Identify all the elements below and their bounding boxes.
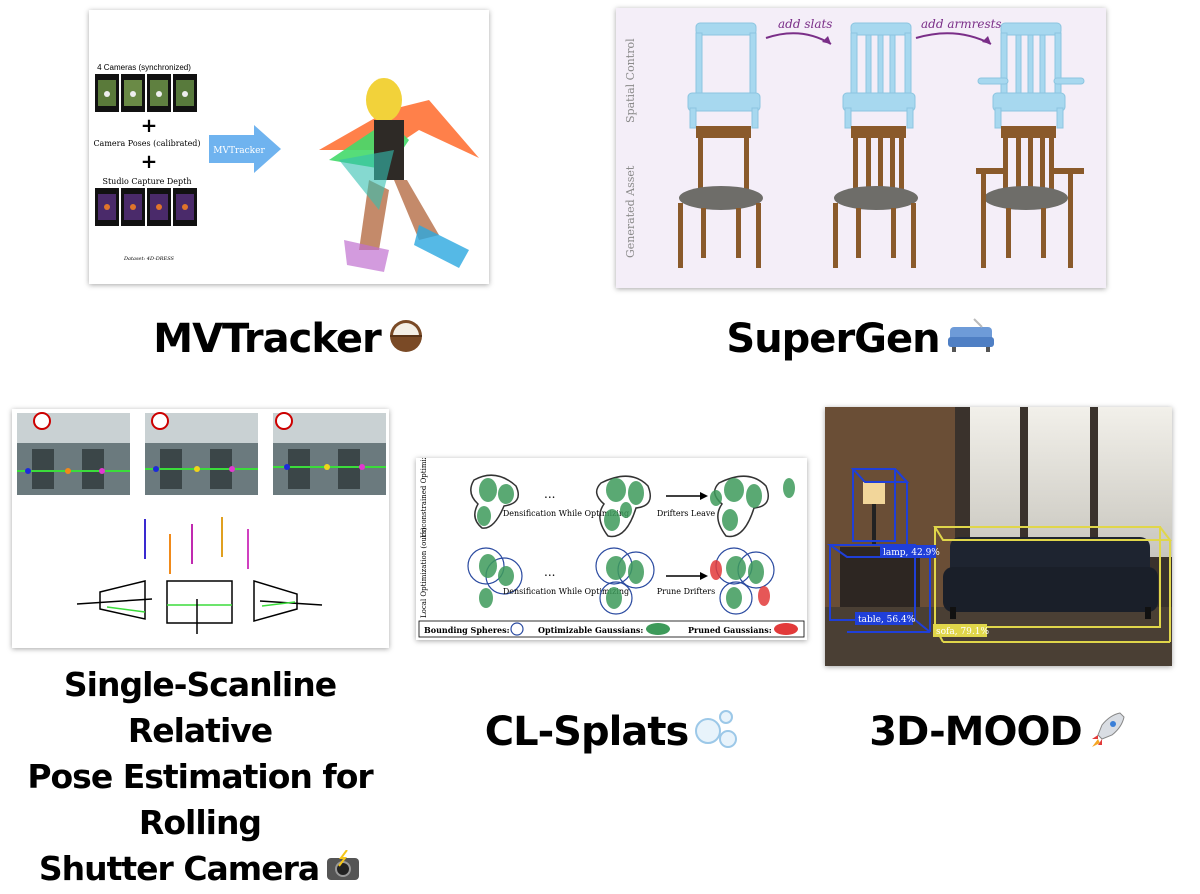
clsplats-caption: CL-Splats (416, 708, 807, 760)
scanline-caption: Single-Scanline Relative Pose Estimation… (0, 662, 400, 894)
plus-sign-2: + (141, 149, 158, 173)
svg-text:lamp, 42.9%: lamp, 42.9% (883, 548, 940, 558)
scanline-figure (12, 409, 389, 648)
lamp-label: lamp, 42.9% (880, 545, 940, 558)
densification-label-2: Densification While Optimizing (503, 587, 629, 596)
svg-text:Drifters Leave: Drifters Leave (657, 509, 716, 518)
street-photo-3 (273, 412, 386, 495)
prune-drifters-arrow: Prune Drifters (657, 572, 715, 596)
row2-label: Local Optimization (ours) (420, 527, 428, 618)
generated-asset-label: Generated Asset (624, 165, 637, 258)
row2-gaussians-start (467, 547, 523, 608)
mood-figure: lamp, 42.9% table, 56.4% sofa, 79.1% (825, 407, 1172, 666)
row1-gaussians-end (710, 475, 795, 538)
row1-gaussians-start (470, 474, 519, 529)
control-chair-2 (842, 22, 916, 129)
lamp-bounding-box (850, 468, 910, 552)
street-photo-2 (145, 412, 258, 495)
bubbles-icon (694, 709, 738, 760)
camera-flash-icon (325, 848, 361, 894)
street-photo-1 (17, 412, 130, 495)
control-chair-1 (687, 22, 761, 129)
densification-label-1: Densification While Optimizing (503, 509, 629, 518)
sofa-label: sofa, 79.1% (933, 624, 989, 637)
camera-poses-label: Camera Poses (calibrated) (93, 139, 200, 148)
row1-gaussians-mid (595, 475, 651, 538)
rocket-icon (1088, 709, 1128, 760)
coconut-icon (387, 317, 425, 366)
plus-sign-1: + (141, 113, 158, 137)
cameras-label: 4 Cameras (synchronized) (97, 63, 191, 72)
table-label: table, 56.4% (855, 612, 916, 625)
generated-chair-1 (678, 126, 763, 268)
mvtracker-caption: MVTracker (89, 315, 489, 366)
svg-text:Pruned Gaussians:: Pruned Gaussians: (688, 625, 772, 635)
ellipsis-2: ... (544, 565, 555, 579)
camera-frames-strip (95, 74, 197, 112)
control-chair-3 (977, 22, 1085, 129)
sofa-bounding-box (933, 526, 1172, 643)
legend: Bounding Spheres: Optimizable Gaussians:… (418, 620, 805, 638)
svg-text:table, 56.4%: table, 56.4% (858, 615, 916, 625)
supergen-figure: Spatial Control Generated Asset add slat… (616, 8, 1106, 288)
dataset-label: Dataset: 4D-DRESS (123, 256, 175, 262)
lamp-object (863, 482, 885, 544)
add-slats-arrow: add slats (765, 17, 832, 45)
depth-frames-strip (95, 188, 197, 226)
row2-gaussians-mid (595, 547, 655, 615)
depth-label: Studio Capture Depth (102, 177, 191, 186)
svg-text:sofa, 79.1%: sofa, 79.1% (936, 627, 989, 637)
svg-text:add slats: add slats (778, 17, 832, 31)
svg-text:Bounding Spheres:: Bounding Spheres: (424, 625, 510, 635)
add-armrests-arrow: add armrests (915, 17, 1002, 45)
sofa-object (943, 537, 1158, 619)
scanline-lines (144, 517, 249, 574)
generated-chair-2 (833, 126, 918, 268)
row1-label: Unconstrained Optimization (3DGS) (420, 458, 428, 538)
svg-text:Prune Drifters: Prune Drifters (657, 587, 715, 596)
svg-text:Optimizable Gaussians:: Optimizable Gaussians: (538, 625, 643, 635)
couch-icon (946, 317, 996, 366)
clsplats-figure: Unconstrained Optimization (3DGS) Local … (416, 458, 807, 640)
tracked-person-illustration (319, 78, 479, 272)
spatial-control-label: Spatial Control (624, 38, 637, 123)
camera-frusta (76, 579, 323, 634)
drifters-leave-arrow: Drifters Leave (657, 492, 716, 518)
window (970, 407, 1172, 557)
ellipsis-1: ... (544, 487, 555, 501)
supergen-caption: SuperGen (616, 315, 1106, 366)
svg-text:add armrests: add armrests (921, 17, 1002, 31)
generated-chair-3 (976, 126, 1084, 268)
mvtracker-figure: 4 Cameras (synchronized) + Camera Poses … (89, 10, 489, 284)
svg-text:MVTracker: MVTracker (213, 146, 265, 156)
mvtracker-arrow: MVTracker (209, 125, 281, 173)
mood-caption: 3D-MOOD (825, 708, 1172, 760)
row2-gaussians-end (710, 547, 775, 615)
